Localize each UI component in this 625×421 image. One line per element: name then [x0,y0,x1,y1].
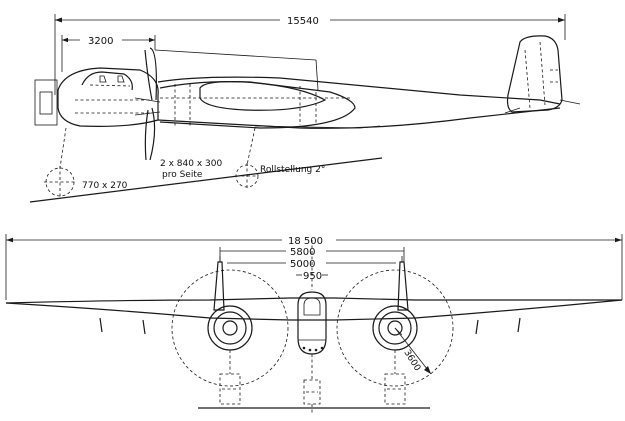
front-view: 18 500 5800 5000 950 [5,234,623,414]
span-label: 18 500 [288,236,323,247]
wheel-main-sub-label: pro Seite [162,170,203,180]
prop-diameter-dim: 3600 [394,327,432,375]
wing-front [5,297,623,335]
prop-diameter-label: 3600 [401,348,422,373]
fuselage-body [134,49,561,129]
dim-5000-label: 5000 [290,259,315,270]
nose-prop-dimension: 3200 [61,35,156,72]
wheel-main-label: 2 x 840 x 300 [160,159,222,169]
engine-nacelles [207,305,418,351]
dim-950: 950 [296,271,328,282]
gear-front [219,350,406,414]
propeller-side [144,47,157,161]
ground-line [29,157,383,203]
length-dimension: 15540 [54,14,566,95]
taxi-attitude-label: Rollstellung 2° [260,165,325,175]
fuselage-nose [34,67,159,127]
propeller-discs [171,269,454,387]
span-dimension: 18 500 [5,234,623,300]
dim-950-label: 950 [303,271,322,282]
fuselage-front [297,240,327,355]
wheel-nose-label: 770 x 270 [82,181,128,191]
nose-prop-label: 3200 [88,36,113,47]
dim-5800-label: 5800 [290,247,315,258]
side-view: 15540 3200 [29,14,581,203]
dim-5000: 5000 [227,259,396,270]
main-gear-side [44,127,259,198]
tail-fin [504,35,581,114]
length-label: 15540 [287,16,319,27]
